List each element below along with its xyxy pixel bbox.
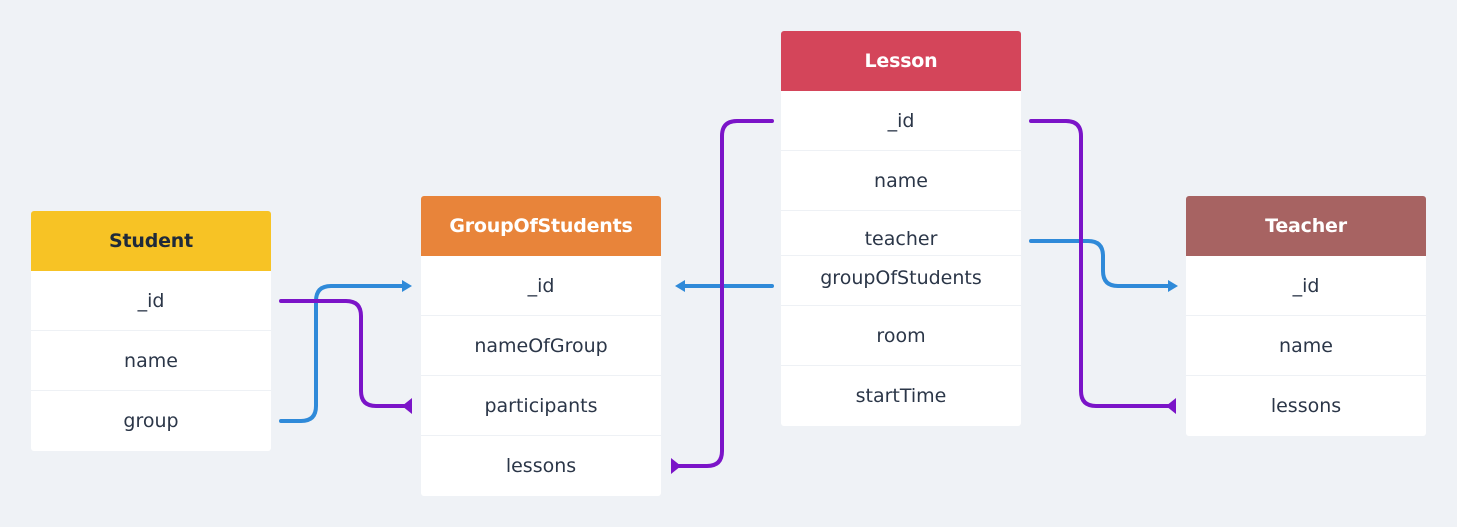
field-teacher-id[interactable]: _id (1186, 256, 1426, 316)
field-lesson-name[interactable]: name (781, 151, 1021, 211)
field-student-name[interactable]: name (31, 331, 271, 391)
crowfoot-icon (671, 458, 681, 474)
field-group-lessons[interactable]: lessons (421, 436, 661, 496)
field-student-id[interactable]: _id (31, 271, 271, 331)
field-lesson-id[interactable]: _id (781, 91, 1021, 151)
field-lesson-teacher[interactable]: teacher (781, 211, 1021, 256)
arrow-head-icon (675, 280, 685, 292)
field-lesson-room[interactable]: room (781, 306, 1021, 366)
entity-group-of-students[interactable]: GroupOfStudents _id nameOfGroup particip… (421, 196, 661, 496)
connector-lesson-id-to-teacher-lessons (1029, 119, 1172, 408)
field-lesson-group-of-students[interactable]: groupOfStudents (781, 256, 1021, 306)
entity-group-title: GroupOfStudents (421, 196, 661, 256)
crowfoot-icon (402, 398, 412, 414)
connector-student-group-to-group-id (279, 284, 406, 423)
field-teacher-lessons[interactable]: lessons (1186, 376, 1426, 436)
field-lesson-start-time[interactable]: startTime (781, 366, 1021, 426)
connector-lesson-teacher-to-teacher-id (1029, 239, 1172, 288)
connector-lesson-id-to-group-lessons (677, 119, 774, 468)
entity-student[interactable]: Student _id name group (31, 211, 271, 451)
field-group-name-of-group[interactable]: nameOfGroup (421, 316, 661, 376)
entity-lesson[interactable]: Lesson _id name teacher groupOfStudents … (781, 31, 1021, 426)
entity-student-title: Student (31, 211, 271, 271)
field-teacher-name[interactable]: name (1186, 316, 1426, 376)
entity-lesson-title: Lesson (781, 31, 1021, 91)
connector-student-id-to-participants (279, 299, 406, 408)
arrow-head-icon (1168, 280, 1178, 292)
entity-teacher[interactable]: Teacher _id name lessons (1186, 196, 1426, 436)
crowfoot-icon (1166, 398, 1176, 414)
field-group-id[interactable]: _id (421, 256, 661, 316)
entity-teacher-title: Teacher (1186, 196, 1426, 256)
arrow-head-icon (402, 280, 412, 292)
field-student-group[interactable]: group (31, 391, 271, 451)
field-group-participants[interactable]: participants (421, 376, 661, 436)
